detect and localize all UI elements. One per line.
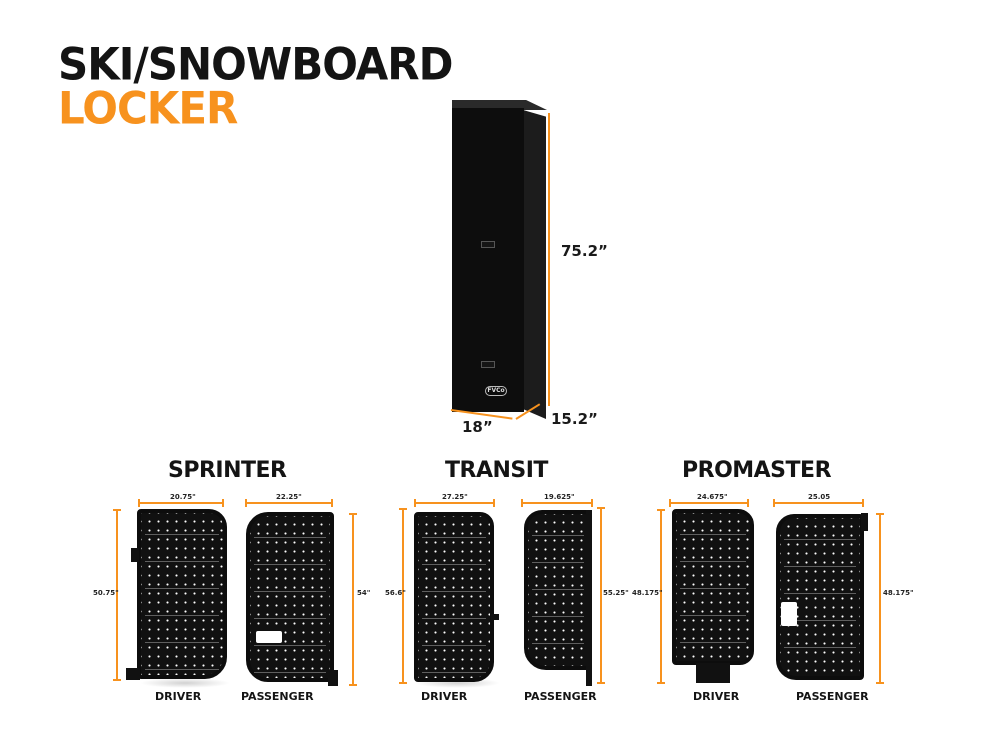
title-line-2: LOCKER (58, 82, 238, 135)
sprinter-driver-panel (137, 509, 227, 679)
promaster-passenger-hinge (861, 513, 868, 531)
promaster-driver-width: 24.675" (697, 493, 728, 501)
brand-logo: FVCo (485, 386, 507, 396)
transit-shadow (415, 678, 500, 688)
transit-passenger-panel (524, 510, 592, 670)
sprinter-passenger-width-line (245, 499, 333, 507)
lower-lock-icon (481, 361, 495, 368)
promaster-driver-height: 48.175" (632, 589, 663, 597)
promaster-passenger-height-line (876, 513, 884, 684)
van-title-transit: TRANSIT (445, 458, 548, 483)
transit-driver-height-line (399, 508, 407, 684)
transit-driver-handle (491, 614, 499, 620)
transit-driver-width-line (414, 499, 495, 507)
transit-passenger-height-line (597, 507, 605, 684)
promaster-driver-height-line (657, 509, 665, 684)
locker-width-label: 18” (462, 418, 493, 436)
locker-front: FVCo (452, 108, 524, 412)
promaster-passenger-width: 25.05 (808, 493, 831, 501)
sprinter-passenger-label: PASSENGER (241, 690, 314, 703)
locker-image: FVCo (440, 98, 560, 428)
sprinter-driver-label: DRIVER (155, 690, 202, 703)
sprinter-driver-height: 50.75" (93, 589, 119, 597)
transit-driver-panel (414, 512, 494, 682)
sprinter-driver-width: 20.75" (170, 493, 196, 501)
transit-driver-width: 27.25" (442, 493, 468, 501)
locker-height-line (548, 113, 550, 406)
transit-passenger-strip (586, 510, 592, 686)
transit-passenger-width: 19.625" (544, 493, 575, 501)
sprinter-passenger-height: 54" (357, 589, 371, 597)
transit-passenger-label: PASSENGER (524, 690, 597, 703)
sprinter-passenger-height-line (349, 513, 357, 686)
promaster-driver-bracket (696, 663, 730, 683)
sprinter-shadow (140, 678, 230, 688)
transit-driver-height: 56.6" (385, 589, 406, 597)
sprinter-driver-width-line (138, 499, 224, 507)
sprinter-driver-foot (126, 668, 140, 680)
sprinter-passenger-width: 22.25" (276, 493, 302, 501)
locker-top (452, 100, 547, 110)
upper-lock-icon (481, 241, 495, 248)
sprinter-driver-hinge (131, 548, 139, 562)
sprinter-driver-height-line (113, 509, 121, 681)
promaster-passenger-height: 48.175" (883, 589, 914, 597)
promaster-driver-width-line (669, 499, 749, 507)
promaster-driver-panel (672, 509, 754, 665)
transit-passenger-height: 55.25" (603, 589, 629, 597)
transit-driver-label: DRIVER (421, 690, 468, 703)
promaster-passenger-width-line (773, 499, 864, 507)
transit-passenger-width-line (521, 499, 593, 507)
locker-depth-label: 15.2” (551, 410, 598, 428)
promaster-passenger-label: PASSENGER (796, 690, 869, 703)
promaster-passenger-panel (776, 514, 864, 680)
locker-side (524, 110, 546, 419)
sprinter-passenger-foot (328, 670, 338, 686)
sprinter-passenger-cutout (256, 631, 282, 643)
promaster-passenger-cutout (781, 602, 797, 626)
sprinter-passenger-panel (246, 512, 334, 682)
van-title-sprinter: SPRINTER (168, 458, 287, 483)
van-title-promaster: PROMASTER (682, 458, 832, 483)
promaster-driver-label: DRIVER (693, 690, 740, 703)
title-line-1: SKI/SNOWBOARD (58, 38, 453, 91)
locker-height-label: 75.2” (561, 242, 608, 260)
